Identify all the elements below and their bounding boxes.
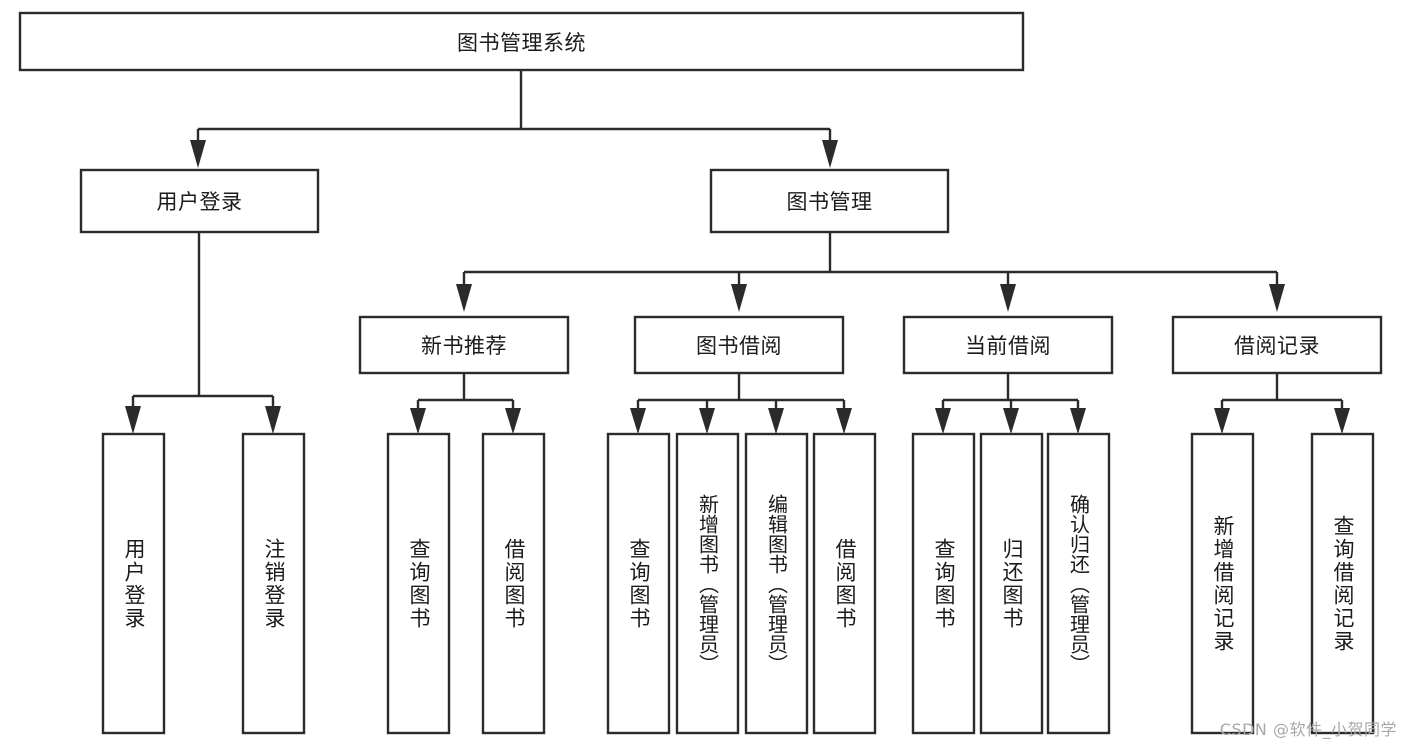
leaf-box-confirm-return-admin[interactable]	[1046, 432, 1111, 735]
leaf-box-user-login[interactable]	[101, 432, 166, 735]
leaf-box-add-book-admin[interactable]	[675, 432, 740, 735]
node-borrow-record[interactable]	[1171, 315, 1383, 375]
leaf-box-edit-book-admin[interactable]	[744, 432, 809, 735]
leaf-box-borrow-book-1[interactable]	[481, 432, 546, 735]
node-new-book-recommend[interactable]	[358, 315, 570, 375]
leaf-box-query-borrow-record[interactable]	[1310, 432, 1375, 735]
leaf-box-query-book-3[interactable]	[911, 432, 976, 735]
leaf-box-logout[interactable]	[241, 432, 306, 735]
arrowhead-currentborrow-leaf-1	[935, 408, 951, 434]
leaf-box-return-book[interactable]	[979, 432, 1044, 735]
arrowhead-currentborrow-leaf-3	[1070, 408, 1086, 434]
node-book-management[interactable]	[709, 168, 950, 234]
arrowhead-borrowrecord-leaf-1	[1214, 408, 1230, 434]
leaf-box-query-book-1[interactable]	[386, 432, 451, 735]
arrowhead-books-to-current	[1000, 284, 1016, 312]
arrowhead-newbook-leaf-1	[410, 408, 426, 434]
leaf-box-add-borrow-record[interactable]	[1190, 432, 1255, 735]
arrowhead-bookborrow-leaf-2	[699, 408, 715, 434]
node-book-borrow[interactable]	[633, 315, 845, 375]
arrowhead-books-to-borrow	[731, 284, 747, 312]
arrowhead-bookborrow-leaf-3	[768, 408, 784, 434]
arrowhead-bookborrow-leaf-4	[836, 408, 852, 434]
leaf-box-query-book-2[interactable]	[606, 432, 671, 735]
arrowhead-currentborrow-leaf-2	[1003, 408, 1019, 434]
arrowhead-borrowrecord-leaf-2	[1334, 408, 1350, 434]
arrowhead-newbook-leaf-2	[505, 408, 521, 434]
arrowhead-login-leaf-1	[125, 406, 141, 434]
arrowhead-bookborrow-leaf-1	[630, 408, 646, 434]
arrowhead-books-to-new	[456, 284, 472, 312]
arrowhead-root-to-books	[822, 140, 838, 168]
node-user-login[interactable]	[79, 168, 320, 234]
watermark-text: CSDN @软件_小贺同学	[1219, 720, 1397, 739]
node-root[interactable]	[18, 11, 1025, 72]
arrowhead-login-leaf-2	[265, 406, 281, 434]
arrowhead-books-to-record	[1269, 284, 1285, 312]
arrowhead-root-to-login	[190, 140, 206, 168]
leaf-box-borrow-book-2[interactable]	[812, 432, 877, 735]
node-current-borrow[interactable]	[902, 315, 1114, 375]
